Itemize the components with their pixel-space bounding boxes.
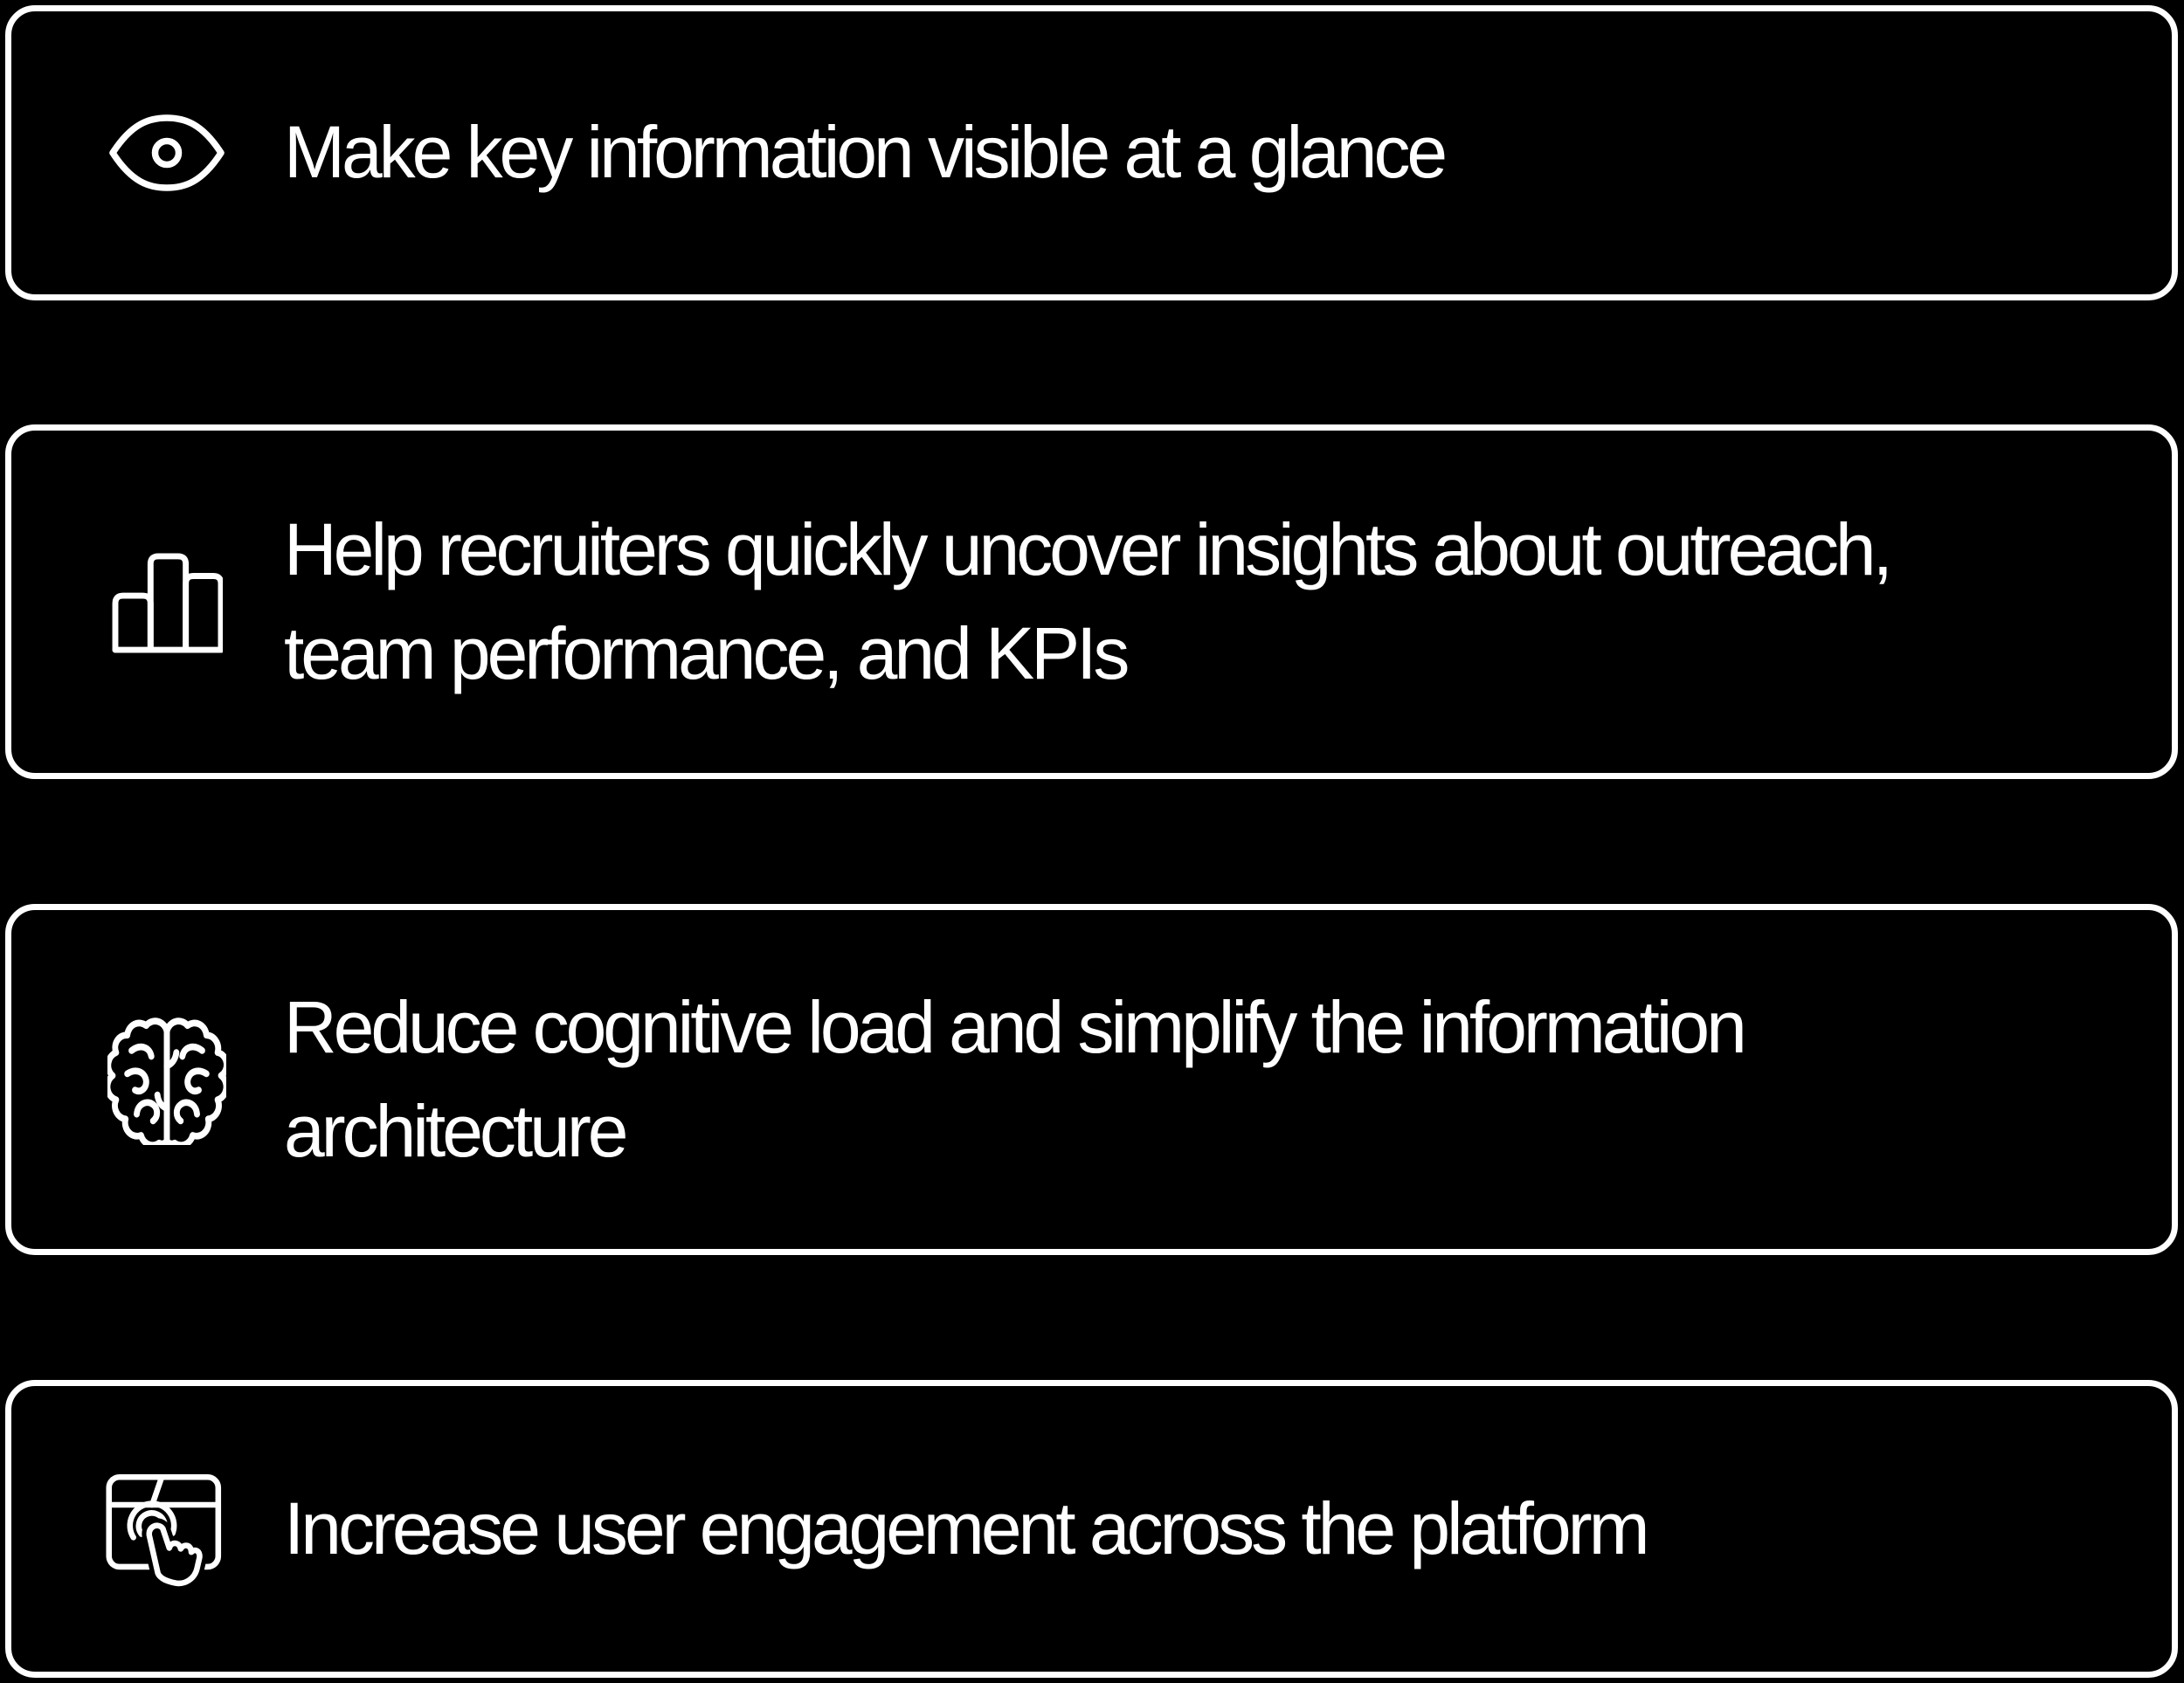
card-cognitive-load: Reduce cognitive load and simplify the i… (5, 904, 2178, 1255)
card-visibility: Make key information visible at a glance (5, 5, 2178, 300)
card-text: Increase user engagement across the plat… (284, 1486, 1650, 1569)
bar-chart-icon (106, 550, 228, 653)
card-insights: Help recruiters quickly uncover insights… (5, 424, 2178, 779)
card-text: Reduce cognitive load and simplify the i… (284, 985, 1747, 1172)
eye-icon (106, 114, 228, 191)
card-engagement: Increase user engagement across the plat… (5, 1380, 2178, 1678)
card-text: Make key information visible at a glance (284, 111, 1448, 194)
browser-tap-icon (106, 1468, 228, 1590)
card-text: Help recruiters quickly uncover insights… (284, 507, 1893, 694)
brain-icon (106, 1014, 228, 1145)
